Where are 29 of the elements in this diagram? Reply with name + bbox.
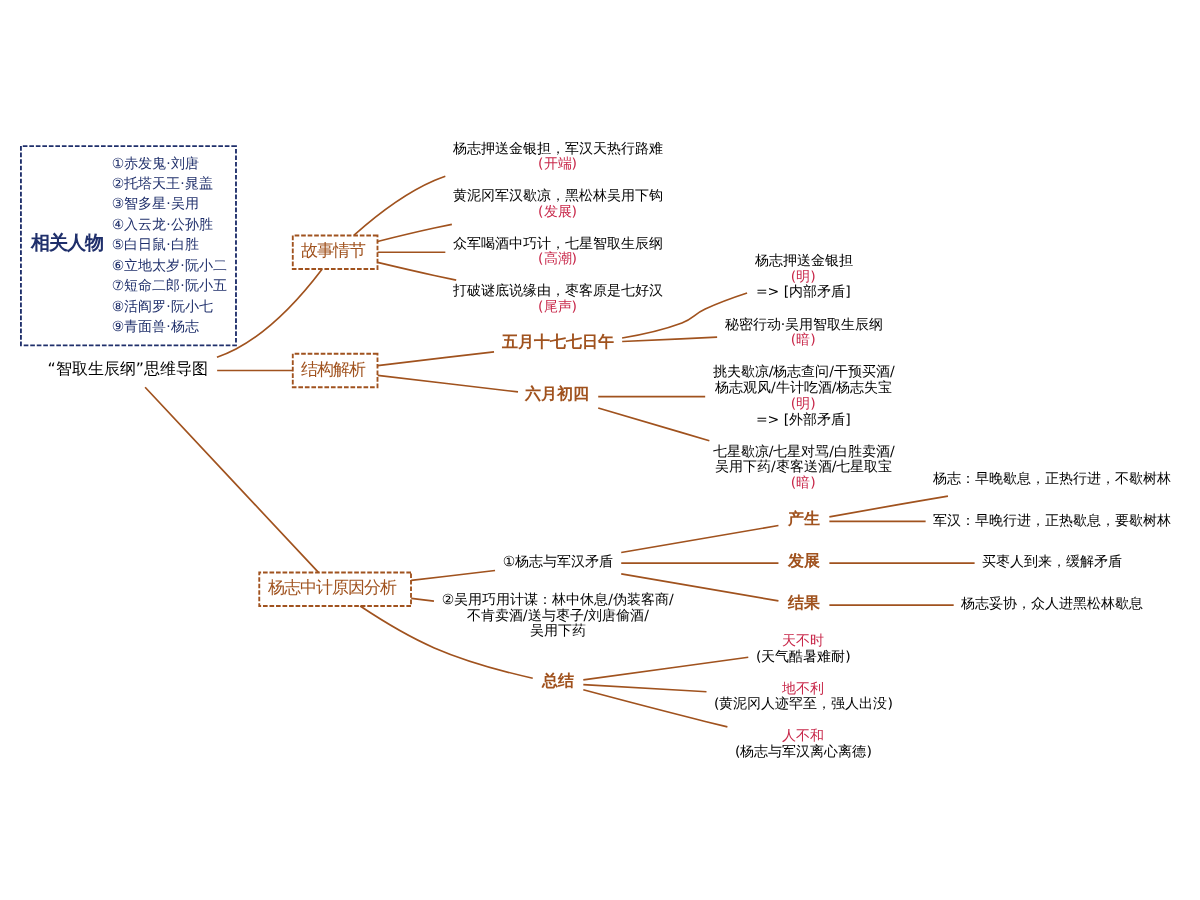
connector bbox=[620, 561, 780, 563]
connector bbox=[376, 222, 453, 242]
connector bbox=[359, 604, 534, 679]
connector bbox=[376, 350, 495, 366]
connector bbox=[410, 568, 496, 581]
connector bbox=[828, 561, 976, 563]
node-box: 杨志中计原因分析 bbox=[258, 570, 412, 606]
connector bbox=[216, 368, 294, 371]
connector bbox=[410, 596, 435, 602]
connector bbox=[828, 494, 949, 517]
connector bbox=[216, 267, 323, 358]
connector bbox=[828, 519, 927, 522]
connector bbox=[582, 687, 729, 727]
node-box: 结构解析 bbox=[291, 351, 379, 388]
node-box: 故事情节 bbox=[291, 233, 379, 269]
connector bbox=[620, 523, 780, 553]
connector bbox=[621, 291, 748, 338]
connector bbox=[376, 373, 519, 392]
connector bbox=[597, 406, 711, 441]
connector bbox=[144, 385, 320, 573]
connector bbox=[621, 335, 718, 342]
connector bbox=[828, 603, 955, 605]
connector bbox=[597, 394, 706, 397]
connector bbox=[376, 260, 457, 280]
connector bbox=[620, 572, 780, 601]
connector bbox=[353, 174, 447, 236]
connector bbox=[582, 655, 750, 680]
connector bbox=[582, 682, 708, 692]
connector bbox=[376, 250, 447, 253]
